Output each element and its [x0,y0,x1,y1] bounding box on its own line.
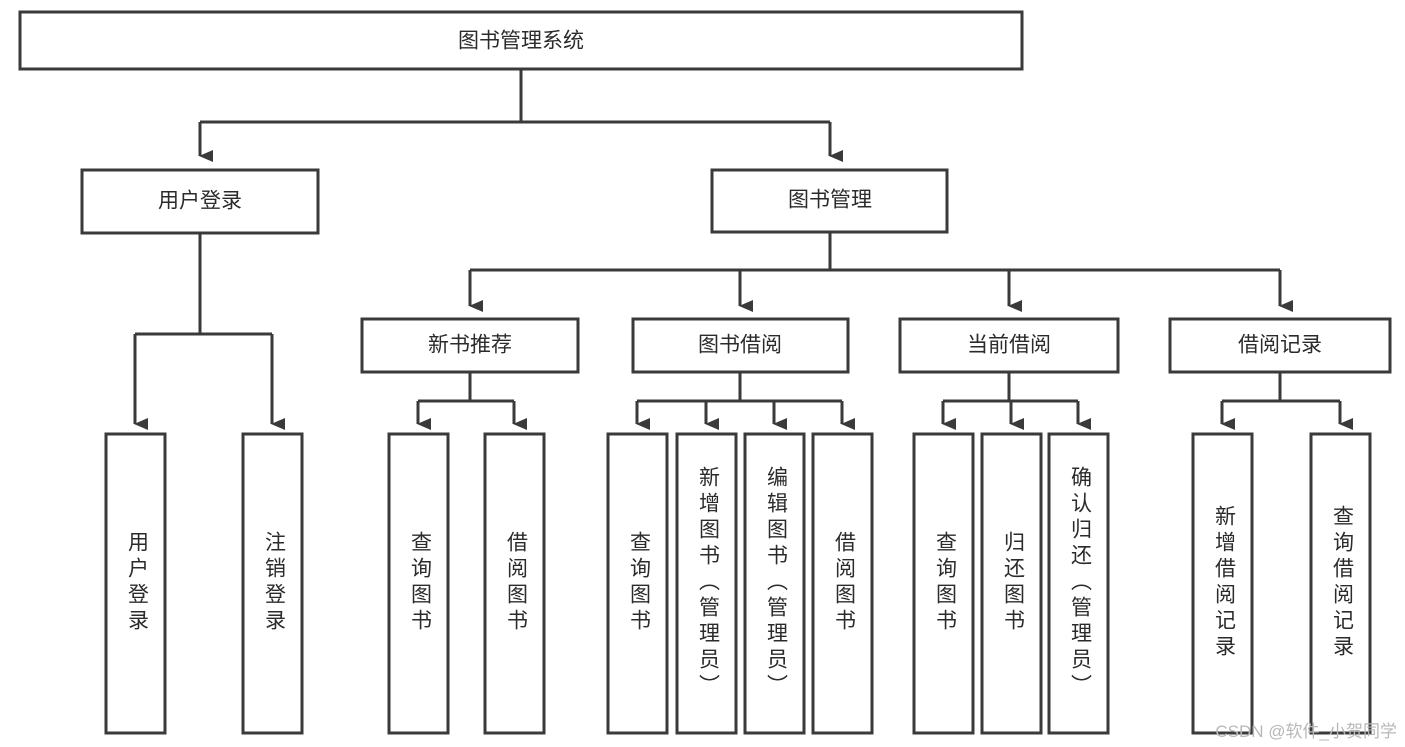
node-leaf-12-box[interactable] [1191,432,1254,735]
node-leaf-5-box[interactable] [606,432,669,735]
node-leaf-3[interactable]: 查询图书 [387,432,450,735]
node-leaf-6-box[interactable] [675,432,738,735]
node-leaf-2-label: 注销登录 [262,531,286,635]
node-leaf-6-label: 新增图书（管理员） [696,466,720,700]
node-leaf-2-box[interactable] [241,432,304,735]
node-new-book-rec-label: 新书推荐 [428,334,512,357]
node-book-borrow[interactable]: 图书借阅 [631,317,850,374]
node-user-login[interactable]: 用户登录 [80,168,320,235]
node-book-borrow-box[interactable] [631,317,850,374]
node-leaf-11-box[interactable] [1047,432,1110,735]
node-leaf-1-box[interactable] [104,432,167,735]
connector-layer [133,69,1353,430]
node-current-borrow-label: 当前借阅 [967,334,1051,357]
node-leaf-6[interactable]: 新增图书（管理员） [675,432,738,735]
node-root-box[interactable] [18,10,1024,71]
node-book-manage-label: 图书管理 [788,189,872,212]
node-user-login-label: 用户登录 [158,190,242,213]
node-leaf-3-label: 查询图书 [408,531,432,635]
node-user-login-box[interactable] [80,168,320,235]
node-leaf-3-box[interactable] [387,432,450,735]
node-leaf-4[interactable]: 借阅图书 [483,432,546,735]
node-leaf-13-box[interactable] [1309,432,1372,735]
node-current-borrow-box[interactable] [898,317,1120,374]
node-leaf-7-label: 编辑图书（管理员） [764,466,788,700]
node-leaf-9-label: 查询图书 [933,531,957,635]
node-leaf-11-label: 确认归还（管理员） [1068,466,1092,700]
node-leaf-10[interactable]: 归还图书 [980,432,1043,735]
node-leaf-8[interactable]: 借阅图书 [811,432,874,735]
node-new-book-rec-box[interactable] [360,317,580,374]
node-new-book-rec[interactable]: 新书推荐 [360,317,580,374]
node-leaf-9-box[interactable] [912,432,975,735]
node-leaf-8-box[interactable] [811,432,874,735]
node-leaf-10-label: 归还图书 [1001,531,1025,635]
node-leaf-4-label: 借阅图书 [504,531,528,635]
node-root-label: 图书管理系统 [458,30,584,53]
node-leaf-9[interactable]: 查询图书 [912,432,975,735]
node-leaf-5[interactable]: 查询图书 [606,432,669,735]
node-book-manage[interactable]: 图书管理 [710,168,949,234]
node-leaf-12-label: 新增借阅记录 [1212,505,1236,661]
node-borrow-record[interactable]: 借阅记录 [1168,317,1392,374]
node-leaf-1-label: 用户登录 [125,531,149,635]
node-leaf-5-label: 查询图书 [627,531,651,635]
node-leaf-12[interactable]: 新增借阅记录 [1191,432,1254,735]
node-leaf-1[interactable]: 用户登录 [104,432,167,735]
node-borrow-record-box[interactable] [1168,317,1392,374]
node-borrow-record-label: 借阅记录 [1238,334,1322,357]
node-leaf-8-label: 借阅图书 [832,531,856,635]
node-current-borrow[interactable]: 当前借阅 [898,317,1120,374]
node-leaf-13[interactable]: 查询借阅记录 [1309,432,1372,735]
node-root[interactable]: 图书管理系统 [18,10,1024,71]
node-leaf-7-box[interactable] [743,432,806,735]
node-leaf-13-label: 查询借阅记录 [1330,505,1354,661]
node-leaf-11[interactable]: 确认归还（管理员） [1047,432,1110,735]
node-leaf-4-box[interactable] [483,432,546,735]
node-leaf-7[interactable]: 编辑图书（管理员） [743,432,806,735]
node-leaf-2[interactable]: 注销登录 [241,432,304,735]
node-book-manage-box[interactable] [710,168,949,234]
node-book-borrow-label: 图书借阅 [698,334,782,357]
node-leaf-10-box[interactable] [980,432,1043,735]
